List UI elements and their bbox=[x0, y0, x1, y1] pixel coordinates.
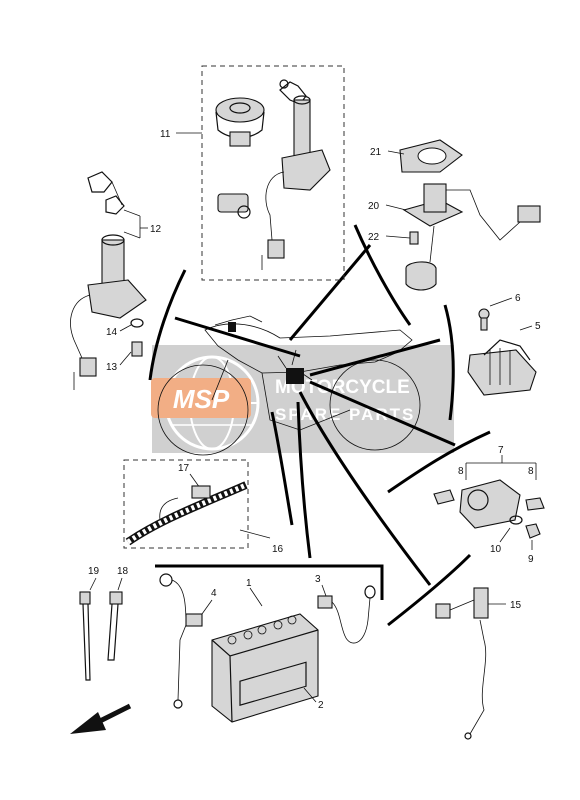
battery-group: 1 2 3 4 bbox=[159, 573, 376, 723]
coil-clip-right bbox=[525, 497, 545, 511]
main-switch-group: 12 14 13 bbox=[70, 171, 162, 390]
callout-14: 14 bbox=[106, 327, 118, 338]
spark-plug-cap bbox=[435, 587, 489, 740]
group-11-box bbox=[201, 65, 345, 281]
battery-negative-lead bbox=[159, 573, 203, 709]
watermark-logo-box bbox=[151, 378, 251, 418]
callout-4: 4 bbox=[211, 588, 217, 599]
callout-17: 17 bbox=[178, 463, 190, 474]
arrow-down-left-icon bbox=[70, 703, 132, 734]
main-switch-bolt bbox=[131, 341, 143, 357]
rectifier-regulator bbox=[467, 339, 537, 396]
coil-washer bbox=[509, 515, 523, 525]
callout-3: 3 bbox=[315, 574, 321, 585]
fuel-sender-screw bbox=[409, 231, 419, 245]
callout-8b: 8 bbox=[528, 466, 534, 477]
callout-7: 7 bbox=[498, 445, 504, 456]
callout-15: 15 bbox=[510, 600, 522, 611]
cable-tie-18 bbox=[107, 591, 123, 661]
callout-19: 19 bbox=[88, 566, 100, 577]
watermark-logo: MSP bbox=[173, 384, 230, 414]
cable-ties-group: 19 18 bbox=[79, 566, 129, 681]
callout-21: 21 bbox=[370, 147, 382, 158]
main-switch bbox=[70, 234, 147, 390]
seat-lock bbox=[217, 193, 251, 219]
ignition-switch-set-group: 11 bbox=[160, 65, 345, 281]
motorcycle-outline bbox=[157, 315, 421, 456]
ignition-switch bbox=[261, 79, 331, 270]
fuel-sender-group: 21 20 22 bbox=[368, 139, 541, 291]
fuel-cap-lock bbox=[215, 97, 265, 147]
fuel-sender-unit bbox=[402, 183, 541, 291]
coil-clip-left bbox=[433, 489, 455, 505]
wire-harness-group: 17 16 bbox=[123, 459, 284, 555]
group-16-box bbox=[123, 459, 249, 549]
callout-13: 13 bbox=[106, 362, 118, 373]
callout-9: 9 bbox=[528, 554, 534, 565]
callout-22: 22 bbox=[368, 232, 380, 243]
wiring-harness-block bbox=[286, 368, 304, 384]
callout-5: 5 bbox=[535, 321, 541, 332]
spark-plug-cap-group: 15 bbox=[435, 587, 522, 740]
callout-1: 1 bbox=[246, 578, 252, 589]
ignition-coil-group: 7 8 8 10 9 bbox=[433, 445, 545, 565]
callout-12: 12 bbox=[150, 224, 162, 235]
rectifier-bolt bbox=[478, 308, 490, 331]
cable-tie-19 bbox=[79, 591, 91, 681]
battery bbox=[211, 613, 319, 723]
callout-8a: 8 bbox=[458, 466, 464, 477]
callout-20: 20 bbox=[368, 201, 380, 212]
callout-18: 18 bbox=[117, 566, 129, 577]
callout-10: 10 bbox=[490, 544, 502, 555]
fuel-sender-gasket bbox=[399, 139, 463, 173]
main-switch-washer bbox=[130, 318, 144, 328]
coil-nut bbox=[525, 523, 541, 539]
callout-16: 16 bbox=[272, 544, 284, 555]
callout-6: 6 bbox=[515, 293, 521, 304]
leader-brackets bbox=[148, 224, 491, 627]
main-switch-keys bbox=[87, 171, 125, 215]
watermark-line2: SPARE PARTS bbox=[275, 405, 415, 424]
wire-harness bbox=[125, 481, 248, 546]
callout-2: 2 bbox=[318, 700, 324, 711]
watermark-line1: MOTORCYCLE bbox=[275, 377, 410, 398]
ignition-coil bbox=[459, 479, 521, 529]
rectifier-regulator-group: 6 5 bbox=[467, 293, 541, 396]
callout-11: 11 bbox=[160, 129, 171, 140]
battery-positive-lead bbox=[317, 585, 376, 644]
watermark: MSP MOTORCYCLE SPARE PARTS bbox=[151, 345, 454, 453]
